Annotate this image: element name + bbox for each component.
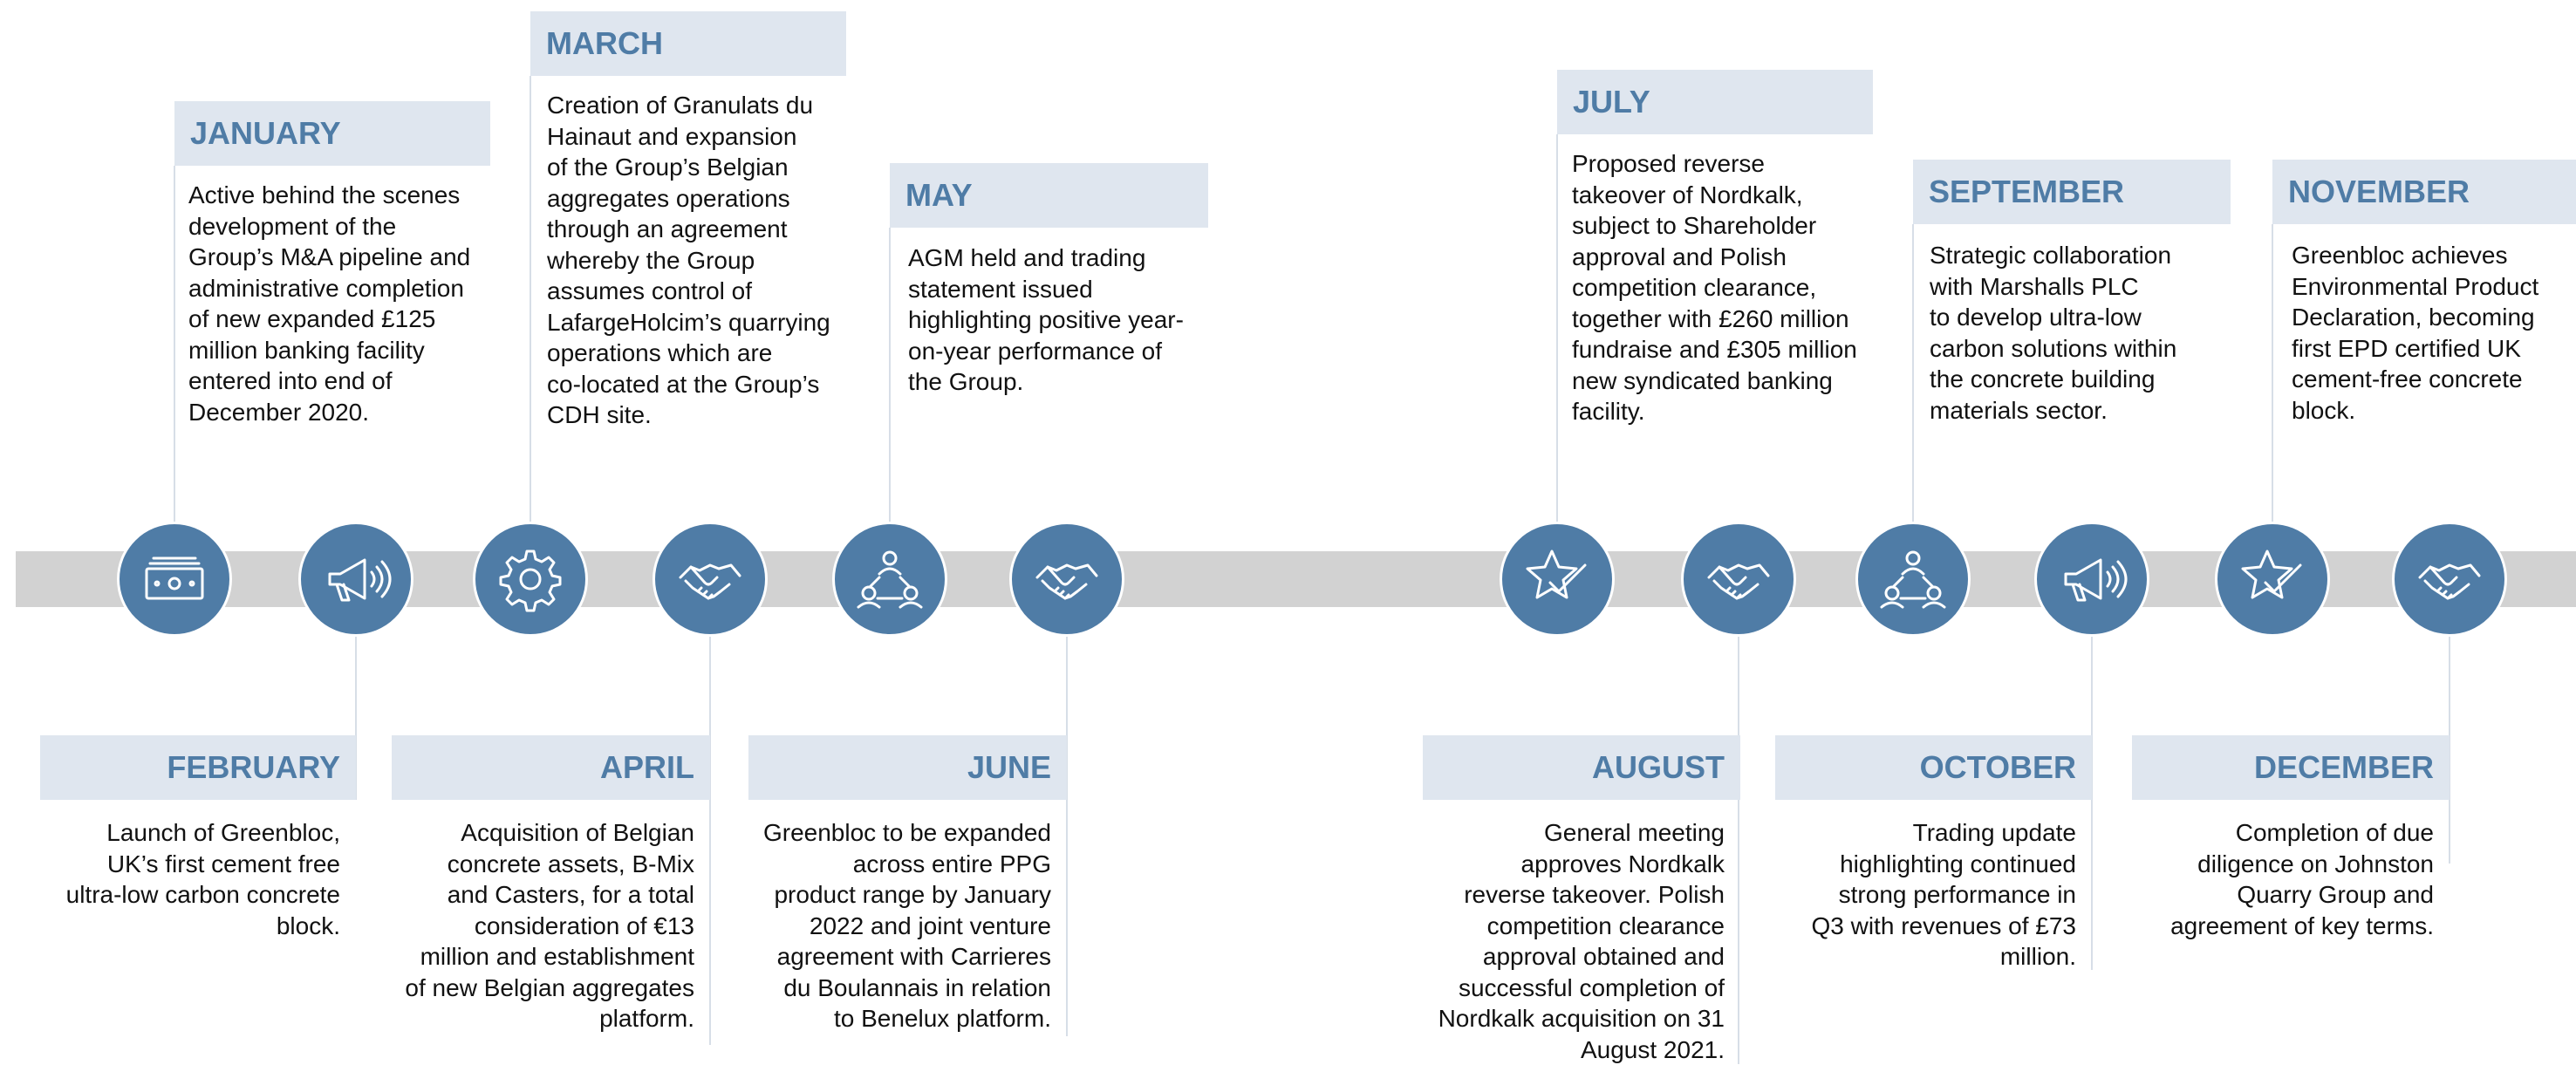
- timeline-node: [1855, 522, 1971, 637]
- event-description: Trading update highlighting continued st…: [1811, 819, 2076, 970]
- connector-line: [2091, 579, 2093, 970]
- connector-line: [889, 228, 891, 579]
- month-header: SEPTEMBER: [1913, 160, 2231, 224]
- megaphone-icon: [2055, 543, 2128, 616]
- star-check-icon: [2236, 543, 2309, 616]
- connector-line: [1738, 579, 1739, 1064]
- event-description: Acquisition of Belgian concrete assets, …: [405, 819, 694, 1032]
- timeline-node: [2034, 522, 2149, 637]
- event-description: AGM held and trading statement issued hi…: [908, 244, 1184, 395]
- month-header: DECEMBER: [2132, 735, 2450, 800]
- timeline-node: [1500, 522, 1615, 637]
- connector-line: [530, 76, 531, 579]
- event-description: General meeting approves Nordkalk revers…: [1438, 819, 1725, 1063]
- event-description: Completion of due diligence on Johnston …: [2170, 819, 2434, 939]
- timeline-node: [473, 522, 588, 637]
- handshake-icon: [2413, 543, 2486, 616]
- month-header: NOVEMBER: [2272, 160, 2576, 224]
- handshake-icon: [1030, 543, 1104, 616]
- month-header: JULY: [1557, 70, 1873, 134]
- month-header: JUNE: [748, 735, 1067, 800]
- event-description: Launch of Greenbloc, UK’s first cement f…: [65, 819, 340, 939]
- timeline-node: [1009, 522, 1124, 637]
- connector-line: [2272, 224, 2273, 579]
- timeline-node: [2215, 522, 2330, 637]
- connector-line: [709, 579, 711, 1045]
- megaphone-icon: [319, 543, 393, 616]
- connector-line: [2449, 579, 2450, 864]
- handshake-icon: [1702, 543, 1775, 616]
- connector-line: [1556, 134, 1558, 579]
- people-network-icon: [853, 543, 926, 616]
- timeline-node: [117, 522, 232, 637]
- month-header: JANUARY: [174, 101, 490, 166]
- connector-line: [355, 579, 357, 800]
- people-network-icon: [1876, 543, 1950, 616]
- month-header: FEBRUARY: [40, 735, 356, 800]
- timeline-node: [2392, 522, 2507, 637]
- connector-line: [1066, 579, 1068, 1036]
- connector-line: [1912, 224, 1914, 579]
- month-header: MAY: [890, 163, 1208, 228]
- gear-icon: [494, 543, 567, 616]
- month-header: AUGUST: [1423, 735, 1740, 800]
- event-description: Greenbloc achieves Environmental Product…: [2292, 242, 2539, 424]
- timeline-node: [298, 522, 413, 637]
- timeline-node: [832, 522, 947, 637]
- event-description: Creation of Granulats du Hainaut and exp…: [547, 92, 830, 428]
- month-header: APRIL: [392, 735, 710, 800]
- timeline-node: [1681, 522, 1796, 637]
- event-description: Greenbloc to be expanded across entire P…: [762, 819, 1051, 1032]
- banknote-icon: [138, 543, 211, 616]
- month-header: MARCH: [530, 11, 846, 76]
- event-description: Proposed reverse takeover of Nordkalk, s…: [1572, 150, 1857, 425]
- event-description: Active behind the scenes development of …: [188, 181, 471, 426]
- connector-line: [174, 166, 175, 579]
- handshake-icon: [673, 543, 747, 616]
- month-header: OCTOBER: [1775, 735, 2092, 800]
- timeline-node: [653, 522, 768, 637]
- star-check-icon: [1520, 543, 1594, 616]
- event-description: Strategic collaboration with Marshalls P…: [1930, 242, 2177, 424]
